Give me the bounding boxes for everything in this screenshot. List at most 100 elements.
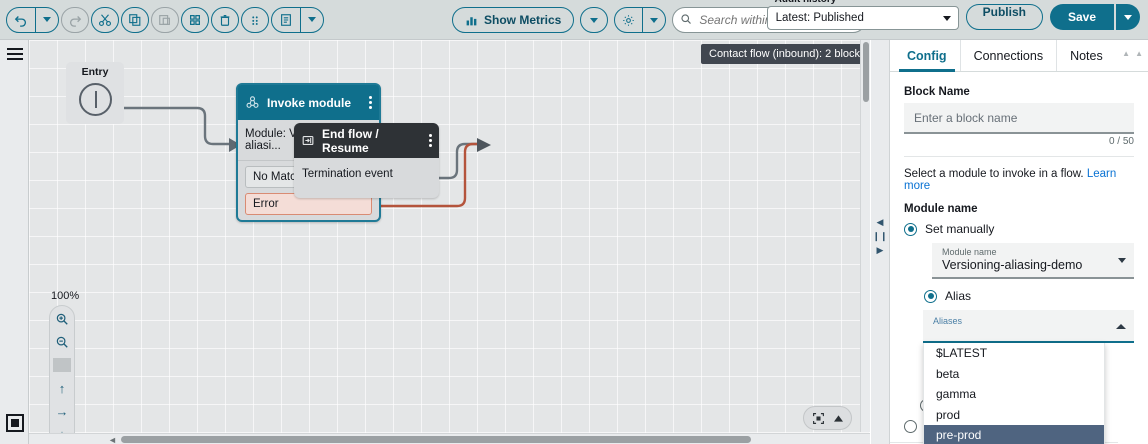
scroll-left-arrow-icon[interactable]: ◄	[108, 435, 117, 444]
undo-dropdown-button[interactable]	[35, 7, 58, 32]
chevron-up-icon	[1116, 324, 1126, 329]
settings-dropdown-button[interactable]	[642, 8, 665, 32]
canvas-vertical-scroll-thumb[interactable]	[863, 42, 869, 102]
audit-history-label: Audit history	[771, 0, 840, 5]
entry-node[interactable]: Entry	[66, 62, 124, 124]
panel-scroll-up-icon[interactable]: ▲	[1122, 49, 1131, 58]
expand-panel-icon[interactable]: ▶	[876, 245, 884, 255]
chevron-down-icon	[942, 16, 951, 21]
zoom-divider	[53, 358, 71, 372]
redo-button[interactable]	[61, 6, 89, 33]
canvas-horizontal-scroll-thumb[interactable]	[121, 436, 751, 443]
block-end-flow-resume-body: Termination event	[302, 168, 393, 180]
block-end-flow-resume-title: End flow / Resume	[322, 126, 379, 155]
tab-connections[interactable]: Connections	[959, 40, 1057, 71]
show-metrics-label: Show Metrics	[484, 13, 562, 27]
learn-more-link[interactable]: Learn more	[904, 168, 1117, 192]
drag-handle-icon[interactable]: ❙❙	[872, 231, 888, 241]
alias-dropdown-list[interactable]: $LATEST beta gamma prod pre-prod	[923, 343, 1105, 444]
bar-chart-icon	[466, 16, 477, 25]
duplicate-button[interactable]	[181, 6, 209, 33]
chevron-down-icon	[590, 17, 599, 23]
block-name-placeholder: Enter a block name	[914, 110, 1018, 125]
publish-button[interactable]: Publish	[965, 4, 1043, 30]
alias-option-gamma[interactable]: gamma	[936, 387, 977, 402]
notes-group	[271, 6, 324, 33]
chevron-down-icon	[1118, 258, 1126, 263]
copy-button[interactable]	[121, 6, 149, 33]
chevron-down-icon	[308, 17, 316, 22]
module-name-select-mini-label: Module name	[942, 247, 997, 257]
module-name-label: Module name	[904, 203, 978, 215]
alias-option-prod[interactable]: prod	[936, 407, 961, 422]
menu-hamburger-icon[interactable]	[7, 48, 23, 63]
entry-label: Entry	[81, 66, 109, 78]
panel-scroll-up-icon-2[interactable]: ▲	[1135, 49, 1143, 58]
save-dropdown-button[interactable]	[1114, 4, 1140, 30]
gear-icon	[623, 14, 635, 26]
search-icon	[681, 14, 692, 24]
notes-dropdown-button[interactable]	[300, 7, 323, 32]
module-name-select[interactable]: Module name Versioning-aliasing-demo	[932, 243, 1134, 279]
properties-panel: Config Connections Notes ▲ ▲ Block Name …	[890, 40, 1148, 444]
connector-wires	[101, 106, 491, 208]
panel-body: Block Name Enter a block name 0 / 50 Sel…	[890, 72, 1148, 444]
alias-option-pre-prod[interactable]: pre-prod	[924, 425, 1104, 444]
canvas-horizontal-scrollbar[interactable]: ◄	[29, 433, 870, 444]
cut-button[interactable]	[91, 6, 119, 33]
settings-button[interactable]	[615, 8, 642, 32]
block-invoke-module-menu-icon[interactable]	[369, 96, 372, 109]
alias-select-wrapper: Aliases $LATEST beta gamma prod pre-prod	[923, 310, 1134, 444]
pan-up-icon[interactable]: ↑	[58, 380, 66, 396]
block-invoke-module-header: Invoke module	[238, 85, 379, 120]
save-button[interactable]: Save	[1049, 4, 1114, 30]
top-toolbar: Show Metrics Audit history Latest: Publi…	[0, 0, 1148, 40]
chevron-down-icon	[650, 17, 659, 23]
caret-up-icon[interactable]	[834, 414, 843, 422]
delete-button[interactable]	[211, 6, 239, 33]
alias-option-beta[interactable]: beta	[936, 366, 960, 381]
paste-button[interactable]	[151, 6, 179, 33]
undo-group	[6, 6, 59, 33]
zoom-out-icon[interactable]	[53, 335, 71, 349]
flow-canvas[interactable]: Contact flow (inbound): 2 blocks used En…	[29, 40, 870, 444]
panel-toggle-icon[interactable]	[6, 414, 24, 432]
alias-select[interactable]: Aliases	[923, 310, 1134, 343]
audit-history-select[interactable]: Audit history Latest: Published	[766, 0, 959, 30]
block-name-counter: 0 / 50	[1108, 136, 1134, 147]
toolbar-right-group: Audit history Latest: Published Publish …	[766, 0, 1140, 30]
module-name-select-value: Versioning-aliasing-demo	[942, 258, 1083, 272]
fit-to-screen-group	[803, 406, 852, 430]
more-actions-button[interactable]	[241, 6, 269, 33]
radio-set-manually-label: Set manually	[925, 222, 995, 236]
radio-alias[interactable]: Alias	[924, 289, 1134, 303]
radio-set-manually[interactable]: Set manually	[904, 222, 1134, 236]
block-name-field[interactable]: Enter a block name	[904, 103, 1134, 134]
canvas-vertical-scrollbar[interactable]	[860, 40, 870, 432]
radio-set-dynamically-input[interactable]	[904, 419, 917, 433]
toolbar-left-group	[0, 6, 324, 33]
pan-right-icon[interactable]: →	[55, 403, 69, 419]
tab-notes[interactable]: Notes	[1056, 40, 1116, 71]
block-end-flow-resume[interactable]: End flow / Resume Termination event	[294, 123, 439, 198]
chevron-down-icon	[43, 17, 51, 22]
tab-config[interactable]: Config	[894, 40, 960, 72]
notes-button[interactable]	[272, 8, 300, 32]
panel-scroll-arrows[interactable]: ▲ ▲	[1122, 49, 1143, 58]
undo-button[interactable]	[7, 8, 35, 32]
fit-to-screen-icon[interactable]	[812, 412, 825, 425]
end-flow-icon	[302, 135, 314, 146]
collapse-panel-icon[interactable]: ◀	[876, 217, 884, 227]
alias-option-latest[interactable]: $LATEST	[936, 346, 988, 361]
save-group: Save	[1049, 4, 1140, 30]
chevron-down-icon	[1124, 14, 1132, 20]
show-metrics-button[interactable]: Show Metrics	[452, 7, 575, 33]
zoom-in-icon[interactable]	[53, 312, 71, 326]
radio-set-manually-input[interactable]	[904, 222, 917, 236]
show-metrics-dropdown-button[interactable]	[580, 7, 609, 33]
panel-tabs: Config Connections Notes ▲ ▲	[890, 40, 1148, 72]
block-end-flow-resume-menu-icon[interactable]	[429, 134, 432, 147]
alias-select-mini-label: Aliases	[933, 316, 963, 326]
panel-splitter[interactable]: ◀ ❙❙ ▶	[871, 40, 890, 444]
radio-alias-input[interactable]	[924, 289, 937, 303]
